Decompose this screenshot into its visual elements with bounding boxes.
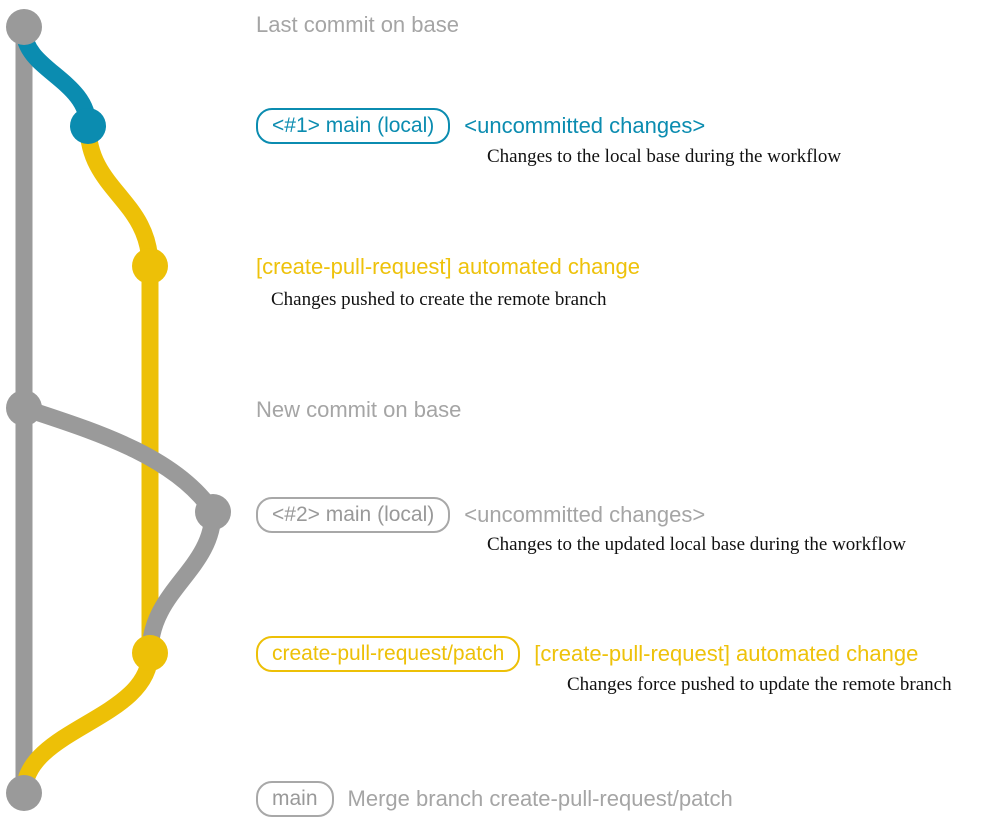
row-local-base-1: <#1> main (local) <uncommitted changes> (256, 108, 705, 144)
commit-subject-local-1: <uncommitted changes> (464, 113, 706, 138)
commit-node-patch-2[interactable] (132, 635, 168, 671)
commit-node-merge[interactable] (6, 775, 42, 811)
commit-subject-local-2: <uncommitted changes> (464, 502, 706, 527)
note-local-base-2: Changes to the updated local base during… (487, 534, 906, 555)
branch-pill-local-1[interactable]: <#1> main (local) (256, 108, 451, 144)
commit-node-local-2[interactable] (195, 494, 231, 530)
commit-subject-merge: Merge branch create-pull-request/patch (347, 786, 733, 811)
edge-local2-to-patch2 (141, 503, 222, 662)
commit-node-local-1[interactable] (70, 108, 106, 144)
branch-pill-create-pull-request-patch[interactable]: create-pull-request/patch (256, 636, 521, 672)
row-merge-commit: main Merge branch create-pull-request/pa… (256, 781, 733, 817)
row-local-base-2: <#2> main (local) <uncommitted changes> (256, 497, 705, 533)
commit-subject-automated-change-2: [create-pull-request] automated change (534, 641, 919, 666)
commit-node-base-new[interactable] (6, 390, 42, 426)
edge-local1-to-patch1 (79, 117, 159, 275)
headline-automated-change-1: [create-pull-request] automated change (256, 254, 641, 279)
commit-node-base-head[interactable] (6, 9, 42, 45)
note-automated-change-2: Changes force pushed to update the remot… (567, 674, 952, 695)
note-automated-change-1: Changes pushed to create the remote bran… (271, 289, 607, 310)
branch-pill-local-2[interactable]: <#2> main (local) (256, 497, 451, 533)
note-local-base-1: Changes to the local base during the wor… (487, 146, 842, 167)
branch-pill-main[interactable]: main (256, 781, 334, 817)
headline-new-commit-on-base: New commit on base (256, 397, 462, 422)
headline-last-commit-on-base: Last commit on base (256, 12, 459, 37)
commit-node-patch-1[interactable] (132, 248, 168, 284)
edge-patch2-to-merge (15, 644, 159, 802)
commit-nodes (6, 9, 231, 811)
row-automated-change-2: create-pull-request/patch [create-pull-r… (256, 636, 918, 672)
edge-basenew-to-local2 (15, 399, 222, 521)
